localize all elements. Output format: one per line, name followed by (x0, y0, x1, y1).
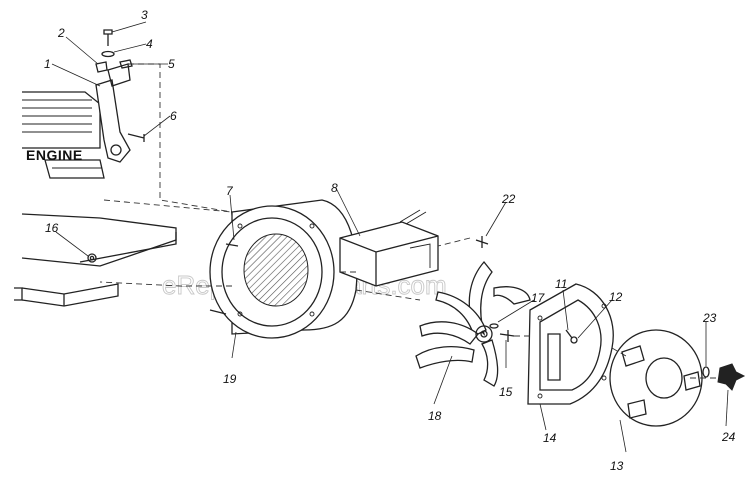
callout-23: 23 (702, 311, 717, 325)
part-23-washer (702, 366, 710, 378)
part-4-washer (101, 50, 115, 58)
engine-block (22, 91, 105, 179)
part-19-blower-housing (209, 199, 358, 339)
callout-16: 15 (499, 385, 513, 399)
engine-label: ENGINE (26, 147, 83, 163)
part-11-screw (565, 329, 573, 339)
frame-rails (14, 213, 177, 307)
part-3-bolt (103, 29, 113, 46)
callout-6: 6 (170, 109, 177, 123)
part-18-impeller (415, 260, 531, 387)
callout-24: 24 (721, 430, 736, 444)
part-17-washer (489, 323, 499, 329)
callout-8: 8 (331, 181, 338, 195)
callout-2: 2 (57, 26, 65, 40)
callout-15: 14 (543, 431, 557, 445)
callout-11: 11 (555, 277, 567, 291)
part-14-nut (87, 253, 97, 263)
callout-17: 17 (531, 291, 546, 305)
part-24-knob (717, 363, 746, 391)
part-6-pin (127, 133, 145, 142)
part-22-screw (475, 236, 489, 248)
callout-7: 7 (226, 184, 234, 198)
callout-3: 3 (141, 8, 148, 22)
callout-22: 22 (501, 192, 516, 206)
callout-19: 19 (223, 372, 237, 386)
part-12-washer (570, 336, 578, 344)
alignment-lines (99, 63, 718, 379)
callout-13: 13 (610, 459, 624, 473)
callout-12: 12 (609, 290, 623, 304)
part-1-bracket (95, 63, 131, 163)
part-16-bolt (499, 330, 515, 342)
part-2-screw (95, 61, 108, 73)
leader-lines (51, 21, 729, 453)
callout-5: 5 (168, 57, 175, 71)
part-13-cover (609, 329, 703, 427)
callout-18: 18 (428, 409, 442, 423)
callout-4: 4 (146, 37, 153, 51)
part-5-nut (119, 59, 133, 69)
part-7-screw (225, 243, 239, 247)
callout-1: 1 (44, 57, 51, 71)
callout-14: 16 (45, 221, 59, 235)
